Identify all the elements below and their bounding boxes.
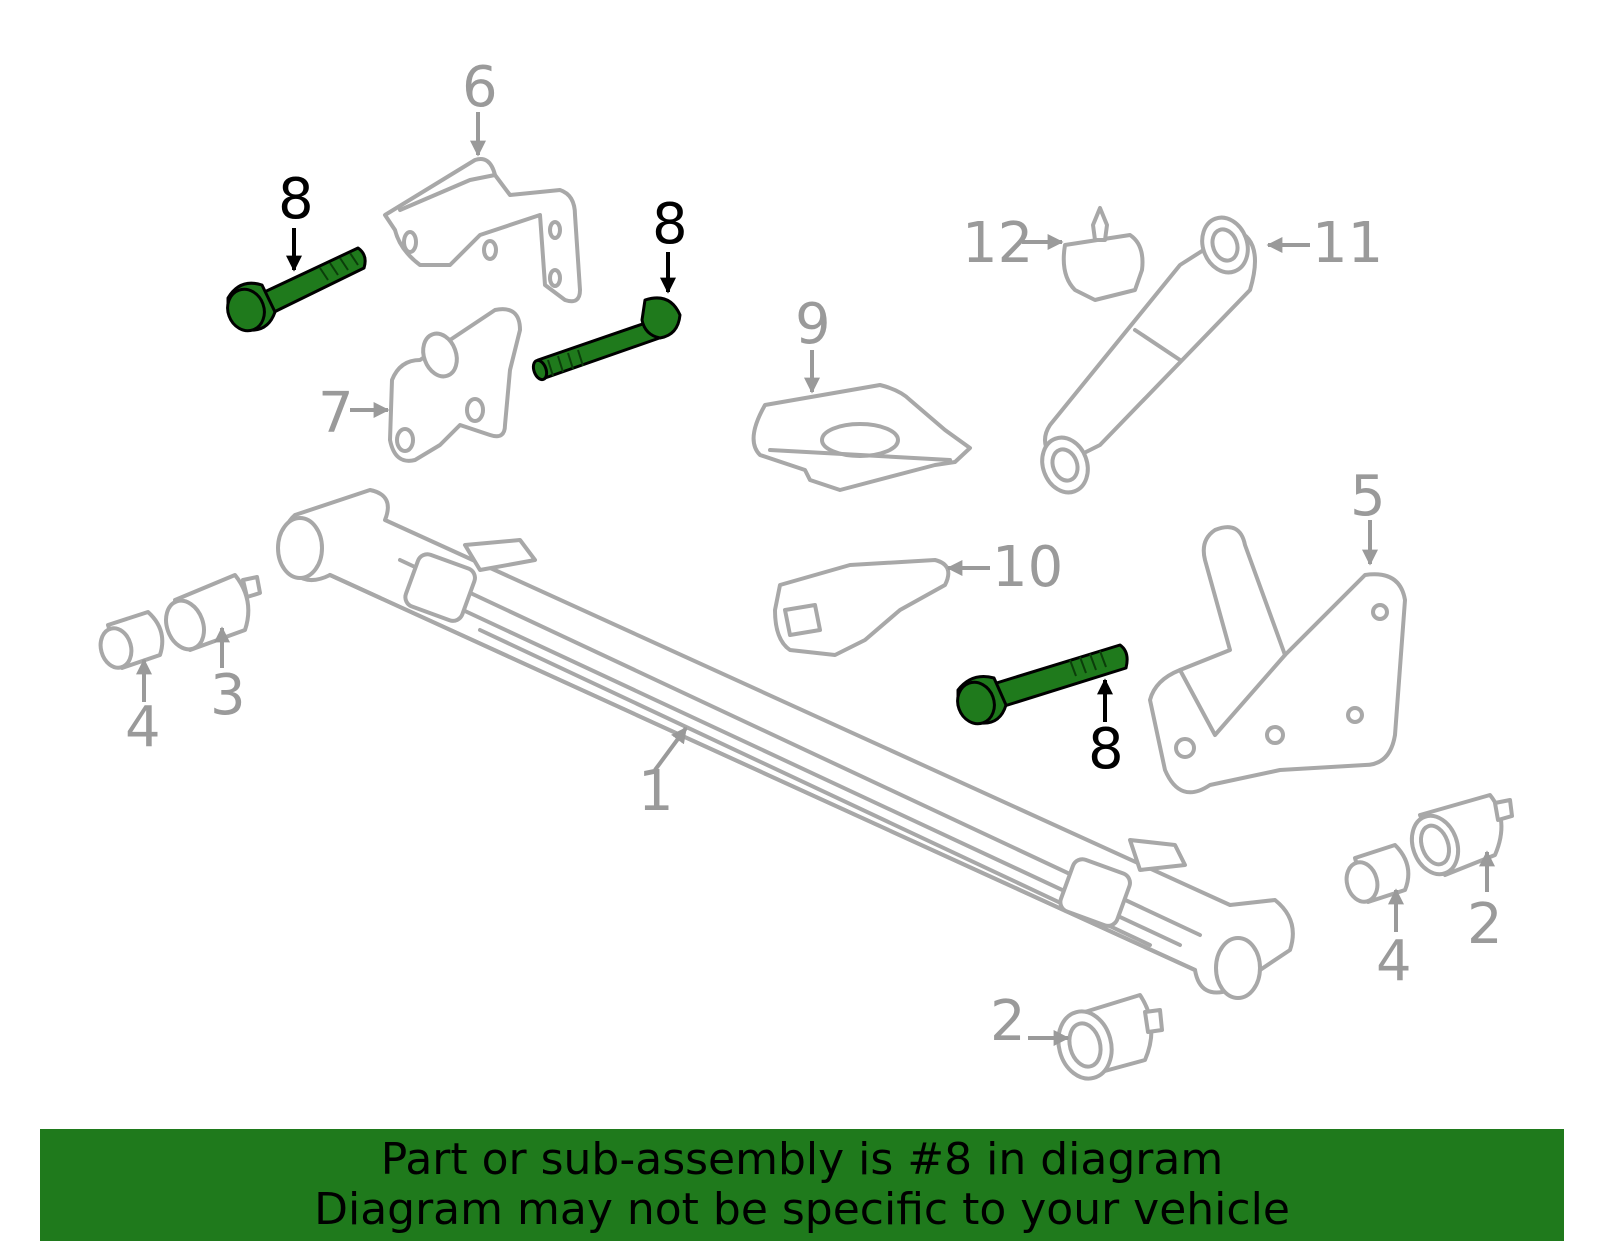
callout-4-left: 4 [125,695,161,760]
leader-1 [653,726,688,772]
bushing-part-bottom[interactable] [1051,993,1164,1085]
bushing-part-left[interactable] [160,573,262,655]
callout-7: 7 [318,381,354,446]
callout-9: 9 [795,292,831,357]
banner-line-part: Part or sub-assembly is #8 in diagram [380,1134,1224,1185]
callout-2-right: 2 [1467,892,1503,957]
bump-stop-part[interactable] [773,558,951,657]
bolt-part-right[interactable] [952,643,1129,729]
front-hanger-part[interactable] [383,157,582,304]
callout-12: 12 [962,211,1033,276]
callout-5: 5 [1350,464,1386,529]
callout-8-upper-left: 8 [278,167,314,232]
spacer-plate-part[interactable] [751,383,972,492]
callout-8-upper-middle: 8 [652,192,688,257]
callout-6: 6 [462,55,498,120]
callout-10: 10 [992,535,1063,600]
leaf-spring-part[interactable] [276,488,1295,1000]
bolt-part-upper-middle[interactable] [531,296,682,382]
shock-absorber-part[interactable] [1035,211,1257,499]
callout-11: 11 [1312,211,1383,276]
banner-line-disclaimer: Diagram may not be specific to your vehi… [314,1184,1290,1235]
callout-4-right: 4 [1376,929,1412,994]
callout-3: 3 [210,663,246,728]
small-bushing-part-right[interactable] [1342,843,1411,905]
callout-1: 1 [638,759,674,824]
info-banner: Part or sub-assembly is #8 in diagram Di… [40,1129,1564,1241]
callout-8-right: 8 [1088,717,1124,782]
small-bushing-part-left[interactable] [96,610,165,671]
callout-2-bottom: 2 [990,989,1026,1054]
bushing-part-right[interactable] [1404,793,1514,881]
jounce-bumper-part[interactable] [1061,206,1145,302]
rear-hanger-bracket-part[interactable] [1148,525,1407,795]
shackle-part[interactable] [388,307,522,463]
bolt-part-upper-left[interactable] [222,246,367,336]
